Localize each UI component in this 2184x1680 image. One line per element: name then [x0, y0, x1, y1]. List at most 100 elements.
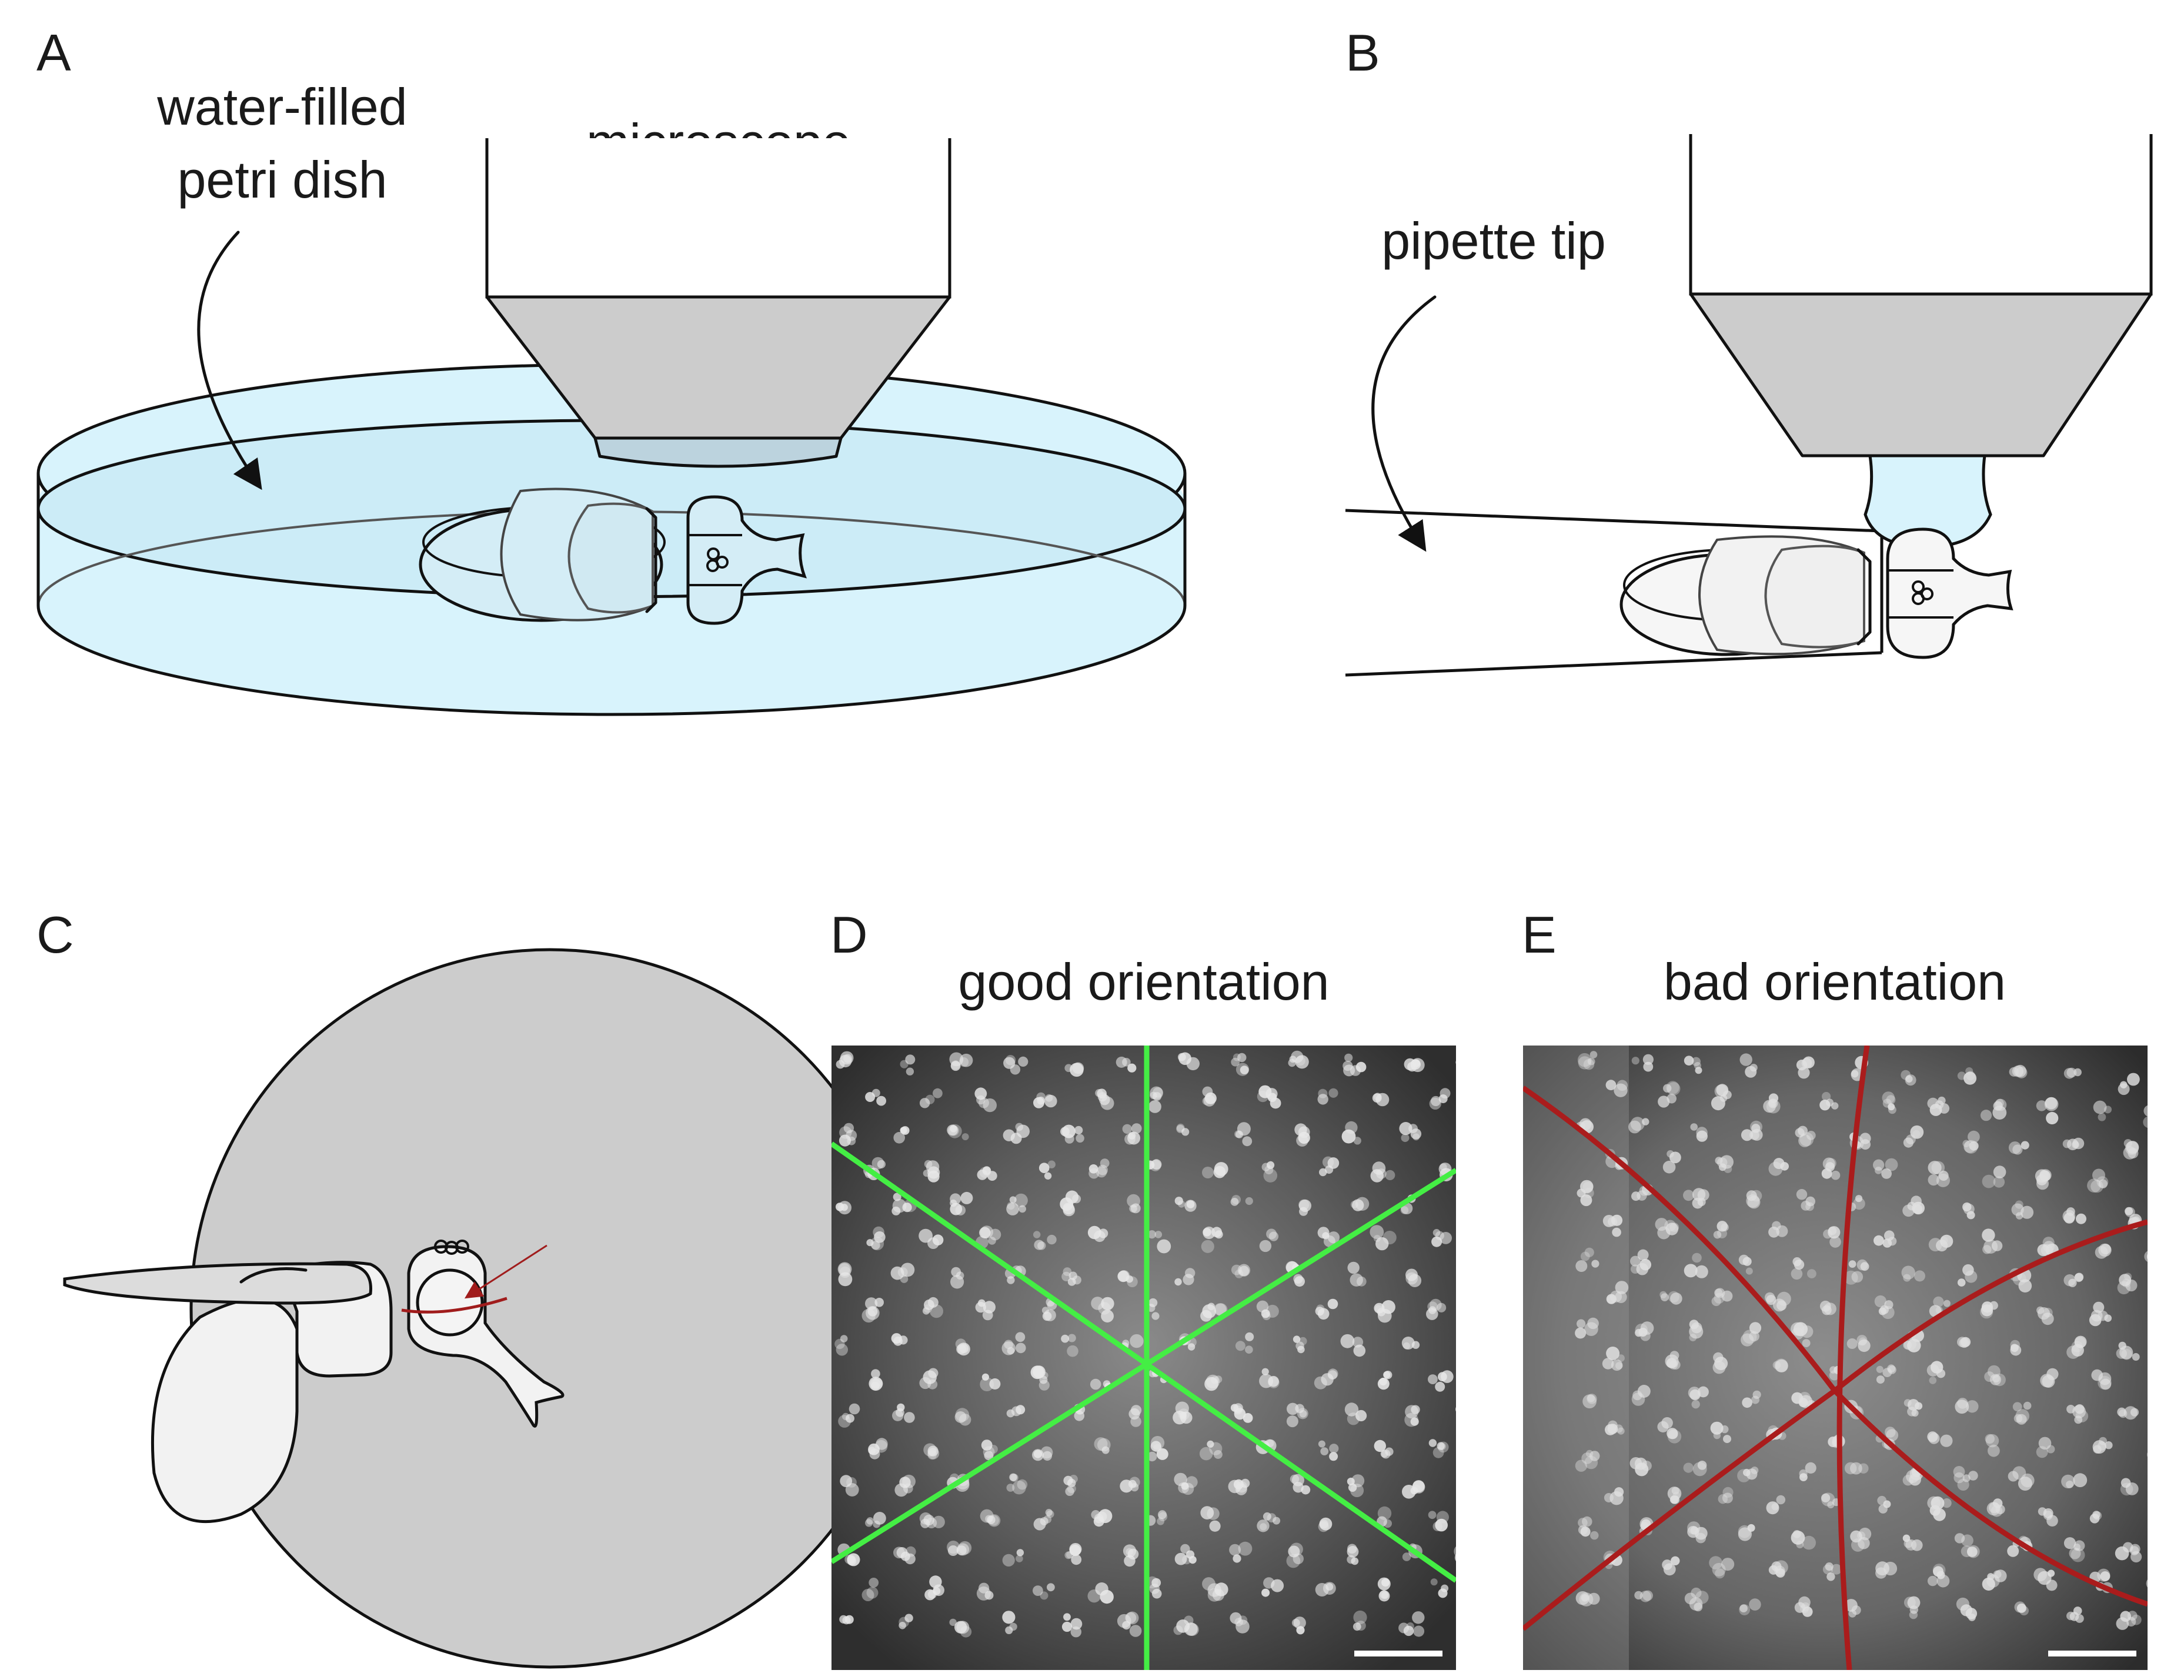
- micrograph-spot: [2144, 1251, 2148, 1262]
- micrograph-spot: [1264, 1165, 1274, 1175]
- micrograph-spot: [1638, 1327, 1648, 1337]
- micrograph-spot: [1493, 1376, 1503, 1386]
- micrograph-spot: [839, 1263, 850, 1275]
- micrograph-spot: [1351, 1557, 1359, 1565]
- micrograph-spot: [2098, 1179, 2108, 1189]
- micrograph-spot: [902, 1474, 916, 1488]
- curved-arrow-icon: [197, 231, 262, 490]
- micrograph-spot: [1441, 1584, 1449, 1592]
- micrograph-spot: [866, 1306, 880, 1320]
- micrograph-spot: [1242, 1136, 1253, 1147]
- micrograph-spot: [1482, 1448, 1495, 1462]
- micrograph-spot: [1288, 1545, 1300, 1558]
- micrograph-spot: [954, 1621, 967, 1634]
- micrograph-spot: [1229, 1544, 1241, 1556]
- micrograph-spot: [1402, 1552, 1411, 1561]
- micrograph-spot: [2066, 1405, 2075, 1414]
- micrograph-spot: [2127, 1073, 2140, 1086]
- micrograph-spot: [2014, 1601, 2026, 1613]
- micrograph-spot: [1323, 1582, 1336, 1595]
- micrograph-spot: [1412, 1133, 1420, 1141]
- micrograph-spot: [1496, 1447, 1504, 1455]
- fly-icon: [63, 1240, 565, 1524]
- micrograph-spot: [1957, 1278, 1966, 1287]
- micrograph-spot: [1667, 1428, 1678, 1439]
- micrograph-spot: [1295, 1056, 1305, 1066]
- micrograph-spot: [2012, 1144, 2023, 1155]
- micrograph-spot: [1157, 1517, 1164, 1525]
- micrograph-spot: [1002, 1611, 1016, 1624]
- micrograph-spot: [1045, 1509, 1053, 1517]
- micrograph-spot: [1072, 1062, 1084, 1074]
- micrograph-spot: [1589, 1051, 1598, 1058]
- micrograph-spot: [1317, 1094, 1328, 1105]
- micrograph-spot: [1821, 1492, 1835, 1507]
- micrograph-spot: [1981, 1301, 1993, 1313]
- micrograph-spot: [2098, 1243, 2112, 1257]
- micrograph-spot: [2066, 1207, 2075, 1216]
- micrograph-spot: [1412, 1611, 1425, 1624]
- micrograph-spot: [1492, 1585, 1504, 1596]
- micrograph-spot: [1485, 1583, 1497, 1595]
- micrograph-spot: [1464, 1272, 1477, 1285]
- micrograph-spot: [1884, 1300, 1894, 1310]
- micrograph-spot: [1751, 1467, 1759, 1474]
- micrograph-spot: [949, 1125, 959, 1136]
- micrograph-spot: [1769, 1100, 1776, 1107]
- micrograph-spot: [1130, 1483, 1139, 1492]
- micrograph-spot: [1993, 1165, 2006, 1178]
- micrograph-spot: [2120, 1611, 2131, 1622]
- micrograph-spot: [1286, 1554, 1301, 1568]
- micrograph-spot: [1123, 1544, 1137, 1558]
- micrograph-spot: [1016, 1549, 1024, 1557]
- micrograph-spot: [1047, 1234, 1057, 1245]
- micrograph-spot: [1483, 1517, 1494, 1528]
- micrograph-spot: [1257, 1090, 1269, 1103]
- orientation-line: [831, 1141, 1456, 1583]
- micrograph-spot: [1490, 1376, 1497, 1384]
- micrograph-spot: [865, 1519, 873, 1527]
- micrograph-spot: [1438, 1442, 1446, 1450]
- micrograph-spot: [2072, 1137, 2085, 1150]
- micrograph-spot: [947, 1545, 959, 1556]
- micrograph-spot: [1819, 1100, 1831, 1111]
- micrograph-spot: [927, 1450, 937, 1460]
- panel-d: D good orientation: [830, 906, 1504, 1670]
- panel-d-letter: D: [830, 906, 868, 964]
- micrograph-spot: [1257, 1519, 1270, 1532]
- micrograph-spot: [1962, 1202, 1972, 1212]
- micrograph-spot: [1582, 1394, 1597, 1409]
- micrograph-spot: [1988, 1444, 2000, 1457]
- micrograph-spot: [1352, 1199, 1364, 1211]
- micrograph-spot: [1174, 1197, 1183, 1205]
- micrograph-spot: [1006, 1484, 1015, 1492]
- micrograph-spot: [1819, 1300, 1831, 1312]
- micrograph-spot: [1435, 1381, 1445, 1392]
- micrograph-spot: [1695, 1265, 1708, 1278]
- micrograph-spot: [1909, 1611, 1918, 1619]
- micrograph-spot: [1067, 1478, 1076, 1488]
- micrograph-spot: [1577, 1319, 1586, 1328]
- micrograph-spot: [1238, 1615, 1248, 1625]
- micrograph-spot: [1683, 1190, 1694, 1201]
- micrograph-spot: [1156, 1448, 1168, 1460]
- micrograph-spot: [919, 1512, 932, 1525]
- micrograph-spot: [961, 1133, 969, 1141]
- micrograph-spot: [1711, 1296, 1721, 1307]
- micrograph-spot: [1709, 1556, 1723, 1570]
- micrograph-spot: [1428, 1374, 1438, 1385]
- micrograph-spot: [1319, 1168, 1327, 1177]
- micrograph-spot: [834, 1338, 845, 1350]
- micrograph-spot: [1067, 1334, 1076, 1342]
- micrograph-spot: [1962, 1140, 1970, 1148]
- micrograph-spot: [1943, 1300, 1951, 1307]
- micrograph-spot: [1491, 1441, 1503, 1452]
- micrograph-spot: [919, 1098, 930, 1108]
- micrograph-spot: [1712, 1562, 1726, 1577]
- micrograph-spot: [1671, 1487, 1679, 1495]
- micrograph-spot: [1382, 1231, 1397, 1245]
- micrograph-spot: [1261, 1163, 1270, 1171]
- micrograph-spot: [2104, 1105, 2112, 1114]
- micrograph-spot: [871, 1157, 884, 1170]
- micrograph-spot: [1370, 1225, 1384, 1240]
